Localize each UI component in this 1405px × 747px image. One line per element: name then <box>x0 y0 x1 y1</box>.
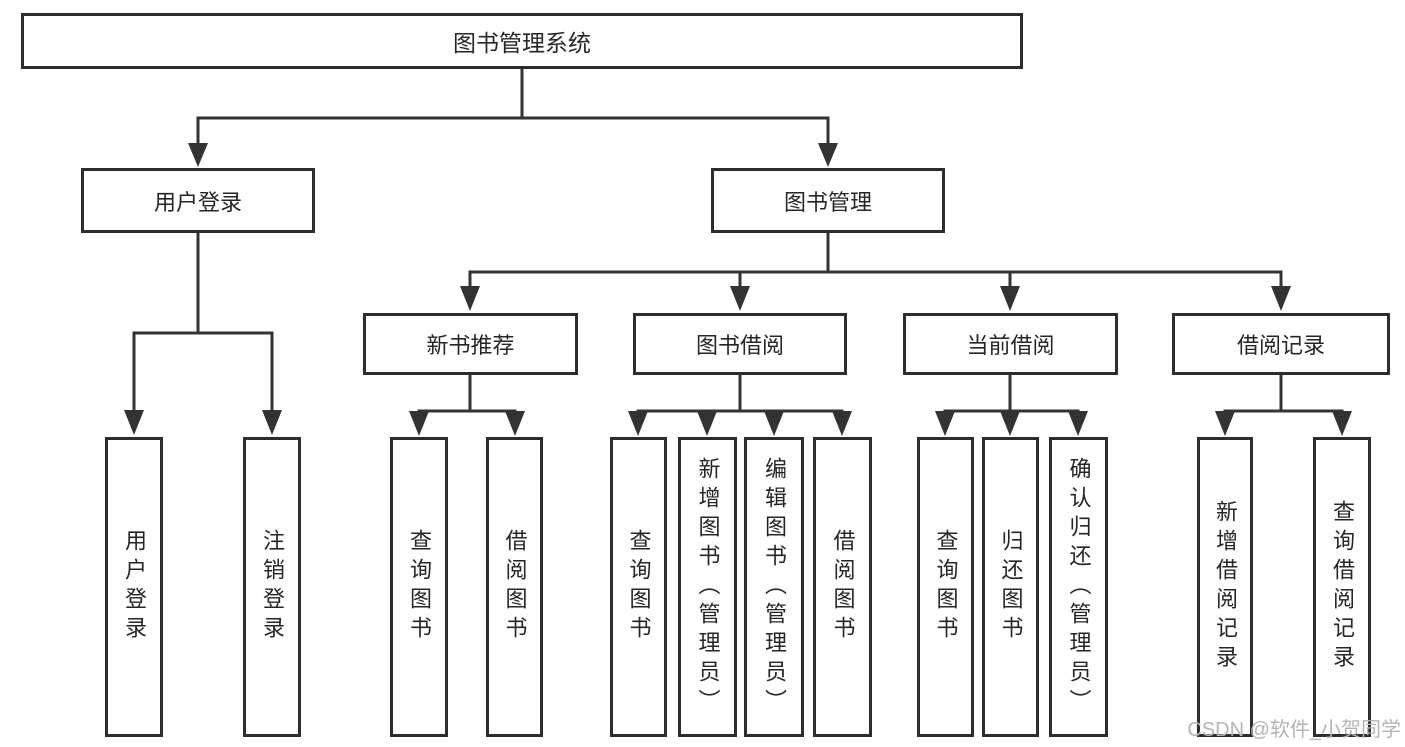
arrowhead <box>505 411 525 436</box>
leaf-newrec-borrow-books: 借阅图书 <box>486 437 543 737</box>
leaf-current-confirm-return-admin-label: 确认归还（管理员） <box>1066 456 1092 718</box>
arrowhead <box>935 411 955 436</box>
leaf-record-query-record-label: 查询借阅记录 <box>1330 500 1355 674</box>
leaf-current-query-books: 查询图书 <box>917 437 974 737</box>
leaf-borrow-add-books-admin-label: 新增图书（管理员） <box>695 456 721 718</box>
leaf-current-query-books-label: 查询图书 <box>933 529 959 645</box>
leaf-newrec-query-books-label: 查询图书 <box>407 529 432 645</box>
leaf-borrow-edit-books-admin-label: 编辑图书（管理员） <box>762 456 787 718</box>
arrowhead <box>188 143 208 167</box>
node-borrow-record: 借阅记录 <box>1172 313 1390 375</box>
node-current-borrow-label: 当前借阅 <box>966 333 1055 358</box>
arrowhead <box>409 411 429 436</box>
arrowhead <box>460 286 480 311</box>
leaf-current-return-books-label: 归还图书 <box>998 529 1024 645</box>
leaf-borrow-borrow-books: 借阅图书 <box>813 437 872 737</box>
leaf-user-login: 用户登录 <box>105 437 163 737</box>
leaf-newrec-borrow-books-label: 借阅图书 <box>502 529 528 645</box>
arrowhead <box>1000 286 1020 311</box>
leaf-record-add-record: 新增借阅记录 <box>1197 437 1253 737</box>
leaf-record-query-record: 查询借阅记录 <box>1313 437 1371 737</box>
arrowhead <box>730 286 750 311</box>
node-new-book-recommend-label: 新书推荐 <box>426 333 515 358</box>
arrowhead <box>262 410 282 435</box>
arrowhead <box>818 143 838 167</box>
node-user-login-label: 用户登录 <box>153 189 242 215</box>
leaf-logout-label: 注销登录 <box>260 529 285 645</box>
node-book-borrow-label: 图书借阅 <box>695 333 784 358</box>
leaf-borrow-query-books-label: 查询图书 <box>626 529 652 645</box>
node-root-system: 图书管理系统 <box>21 13 1023 69</box>
arrowhead <box>697 411 717 436</box>
connector-book-borrow-group <box>636 373 844 416</box>
arrowhead <box>764 411 784 436</box>
arrowhead <box>1332 411 1352 436</box>
node-book-borrow: 图书借阅 <box>633 313 847 375</box>
node-borrow-record-label: 借阅记录 <box>1236 333 1325 358</box>
leaf-logout: 注销登录 <box>243 437 301 737</box>
connector-new-book-group <box>417 373 517 416</box>
leaf-borrow-borrow-books-label: 借阅图书 <box>830 529 856 645</box>
connector-book-mgmt-to-modules <box>468 231 1283 290</box>
leaf-record-add-record-label: 新增借阅记录 <box>1213 500 1238 674</box>
arrowhead <box>1000 411 1020 436</box>
connector-borrow-record-group <box>1223 373 1344 416</box>
csdn-watermark: CSDN @软件_小贺同学 <box>1187 719 1401 741</box>
arrowhead <box>1068 411 1088 436</box>
leaf-current-confirm-return-admin: 确认归还（管理员） <box>1049 437 1108 737</box>
connector-current-borrow-group <box>943 373 1080 416</box>
node-book-management: 图书管理 <box>711 168 945 233</box>
arrowhead <box>1271 286 1291 311</box>
leaf-user-login-label: 用户登录 <box>122 529 147 645</box>
leaf-borrow-add-books-admin: 新增图书（管理员） <box>678 437 737 737</box>
leaf-borrow-query-books: 查询图书 <box>610 437 667 737</box>
connector-root-to-branches <box>196 67 830 148</box>
connector-user-login-group <box>132 231 274 414</box>
node-user-login: 用户登录 <box>81 168 315 233</box>
arrowhead <box>628 411 648 436</box>
node-new-book-recommend: 新书推荐 <box>363 313 578 375</box>
leaf-borrow-edit-books-admin: 编辑图书（管理员） <box>744 437 804 737</box>
leaf-newrec-query-books: 查询图书 <box>390 437 448 737</box>
arrowhead <box>832 411 852 436</box>
leaf-current-return-books: 归还图书 <box>982 437 1039 737</box>
node-current-borrow: 当前借阅 <box>903 313 1118 375</box>
node-root-label: 图书管理系统 <box>453 30 591 56</box>
node-book-management-label: 图书管理 <box>783 189 872 215</box>
arrowhead <box>124 410 144 435</box>
arrowhead <box>1215 411 1235 436</box>
